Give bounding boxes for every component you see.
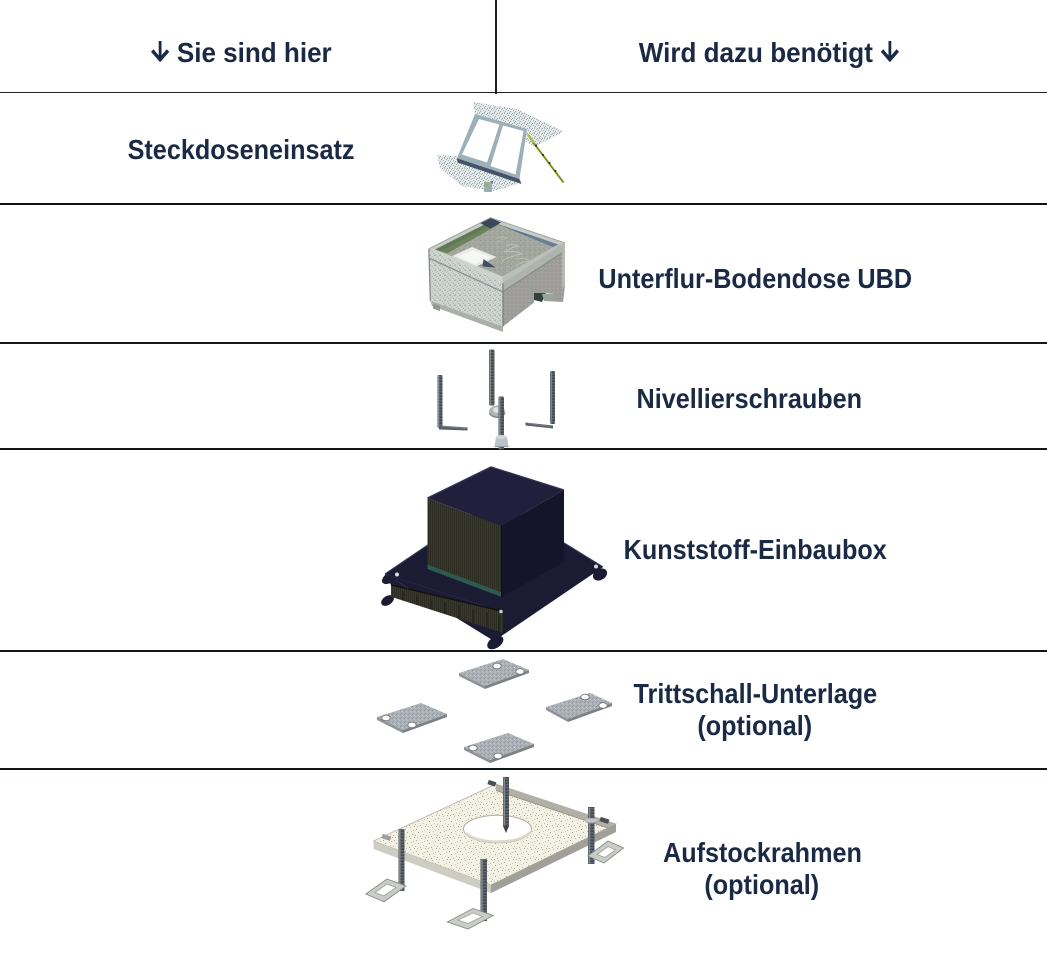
row-label: Trittschall-Unterlage [633,678,877,709]
row-label-cell: Kunststoff-Einbaubox [496,450,1014,652]
table-row-kunststoff-einbaubox: Kunststoff-Einbaubox [0,450,1047,652]
header-left-content: Sie sind hier [151,37,332,69]
header-right-label: Wird dazu benötigt [638,36,874,68]
row-label: Unterflur-Bodendose UBD [598,262,912,294]
header-right-content: Wird dazu benötigt [639,37,899,69]
table-row-trittschall-unterlage: Trittschall-Unterlage (optional) [0,652,1047,770]
foot-front [446,908,495,930]
row-label: Kunststoff-Einbaubox [623,534,887,565]
row-label: Steckdoseneinsatz [128,133,355,165]
row-label-cell: Unterflur-Bodendose UBD [496,205,1014,347]
row-label-cell: Steckdoseneinsatz [0,94,483,205]
socket-insert-image [437,102,565,192]
pad-bottom [464,733,534,763]
table-row-steckdoseneinsatz: Steckdoseneinsatz [0,94,1047,205]
row-label-line2: (optional) [697,710,813,741]
foot-right [586,840,625,864]
header-cell-left: Sie sind hier [0,0,483,99]
underfloor-box-image [428,217,566,332]
row-label: Nivellierschrauben [636,383,862,414]
down-arrow-icon [151,40,170,62]
down-arrow-icon [880,40,899,62]
raising-frame-image [364,777,625,930]
row-label-cell: Nivellierschrauben [490,344,1008,451]
impact-sound-pads-image [377,659,612,763]
table-row-nivellierschrauben: Nivellierschrauben [0,344,1047,450]
plastic-mounting-box-image [381,466,608,650]
table-header-row: Sie sind hier Wird dazu benötigt [0,0,1047,93]
row-label-cell: Trittschall-Unterlage (optional) [496,652,1014,768]
table-row-unterflur-bodendose: Unterflur-Bodendose UBD [0,205,1047,344]
row-label-line2: (optional) [704,868,820,900]
header-column-divider [495,0,497,94]
header-left-label: Sie sind hier [177,36,332,68]
foot-back-left [364,878,407,903]
pad-left [377,703,447,733]
pad-right [546,693,612,722]
levelling-screws-image [437,349,555,450]
table-row-aufstockrahmen: Aufstockrahmen (optional) [0,770,1047,961]
header-cell-right: Wird dazu benötigt [496,0,1042,99]
row-label-cell: Aufstockrahmen (optional) [503,770,1021,961]
row-label: Aufstockrahmen [662,836,862,868]
pad-top [459,659,529,689]
